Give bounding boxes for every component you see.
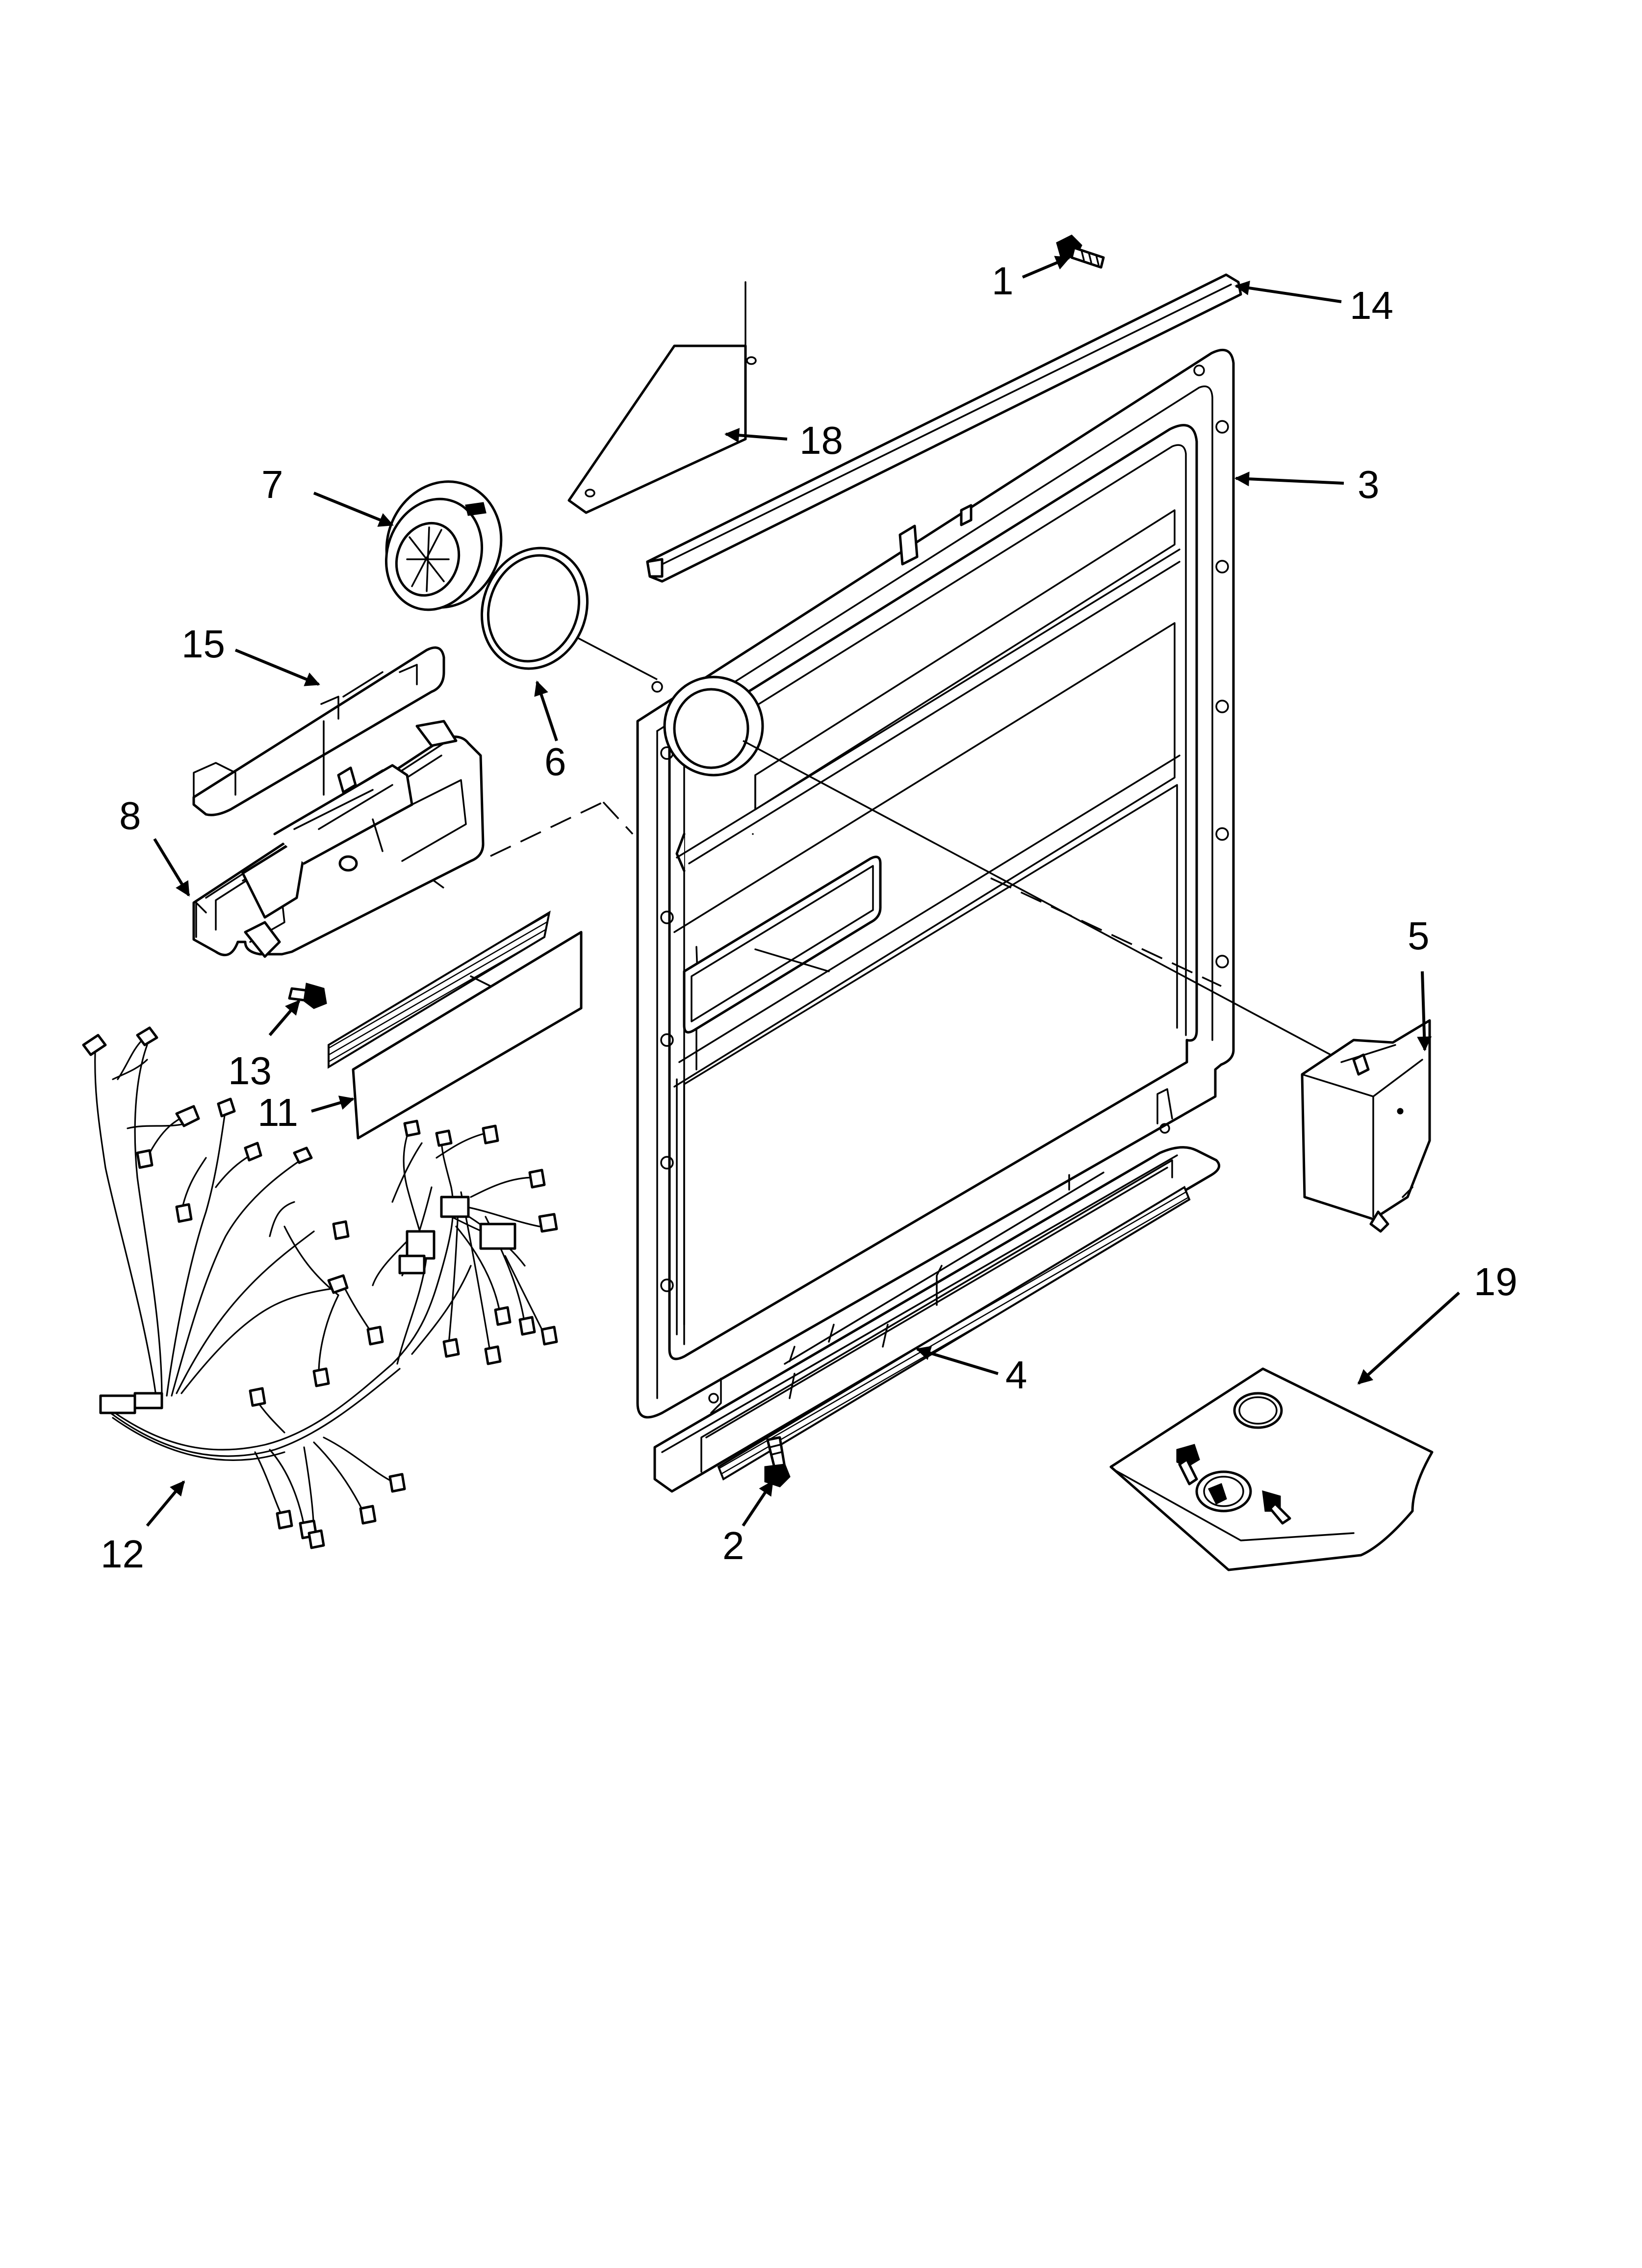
callout-8: 8: [119, 794, 141, 837]
leader-15: [234, 649, 320, 686]
leader-12: [146, 1480, 185, 1527]
bottom-trim-part-4: [653, 1088, 1221, 1493]
callout-14: 14: [1350, 284, 1393, 327]
callout-18: 18: [799, 418, 843, 462]
leader-5: [1417, 971, 1432, 1051]
leader-7: [313, 492, 394, 527]
callout-19: 19: [1474, 1260, 1517, 1303]
callout-4: 4: [1005, 1353, 1027, 1397]
callout-leaders: [146, 256, 1461, 1527]
vent-cover-part-5: [1301, 1019, 1431, 1233]
callout-2: 2: [722, 1524, 744, 1567]
leader-13: [268, 999, 301, 1036]
gasket-part-6: [480, 547, 589, 670]
leader-18: [724, 428, 788, 443]
callout-12: 12: [101, 1532, 144, 1576]
screw-part-13: [288, 983, 327, 1009]
leader-1: [1022, 256, 1071, 279]
leader-19: [1357, 1291, 1461, 1385]
cover-part-15: [192, 646, 445, 816]
callout-3: 3: [1358, 463, 1380, 506]
parts-bag-part-19: [1109, 1367, 1434, 1571]
screw-part-2: [764, 1436, 791, 1487]
callout-5: 5: [1408, 914, 1430, 958]
callout-15: 15: [181, 622, 225, 666]
leader-6: [534, 680, 558, 741]
callout-7: 7: [261, 463, 283, 506]
callout-13: 13: [228, 1049, 272, 1093]
callout-6: 6: [544, 740, 566, 783]
screw-part-1: [1056, 235, 1105, 269]
baffle-part-11: [328, 910, 583, 1140]
callout-labels: 1 2 3 4 5 6 7 8 11 12 13 14 15 18 19: [101, 259, 1517, 1576]
wire-harness-part-12: [82, 1026, 558, 1549]
leader-8: [153, 838, 190, 897]
leader-4: [916, 1346, 999, 1375]
latch-assembly-part-8: [192, 720, 485, 958]
door-panel-part-3: [636, 348, 1235, 1419]
callout-11: 11: [257, 1091, 298, 1134]
vent-part-7: [385, 480, 503, 611]
top-trim-part-14: [646, 273, 1242, 583]
leader-2: [742, 1480, 774, 1527]
leader-3: [1234, 471, 1344, 487]
bracket-part-18: [567, 281, 757, 514]
leader-11: [311, 1095, 355, 1113]
callout-1: 1: [992, 259, 1014, 303]
leader-14: [1234, 281, 1342, 303]
